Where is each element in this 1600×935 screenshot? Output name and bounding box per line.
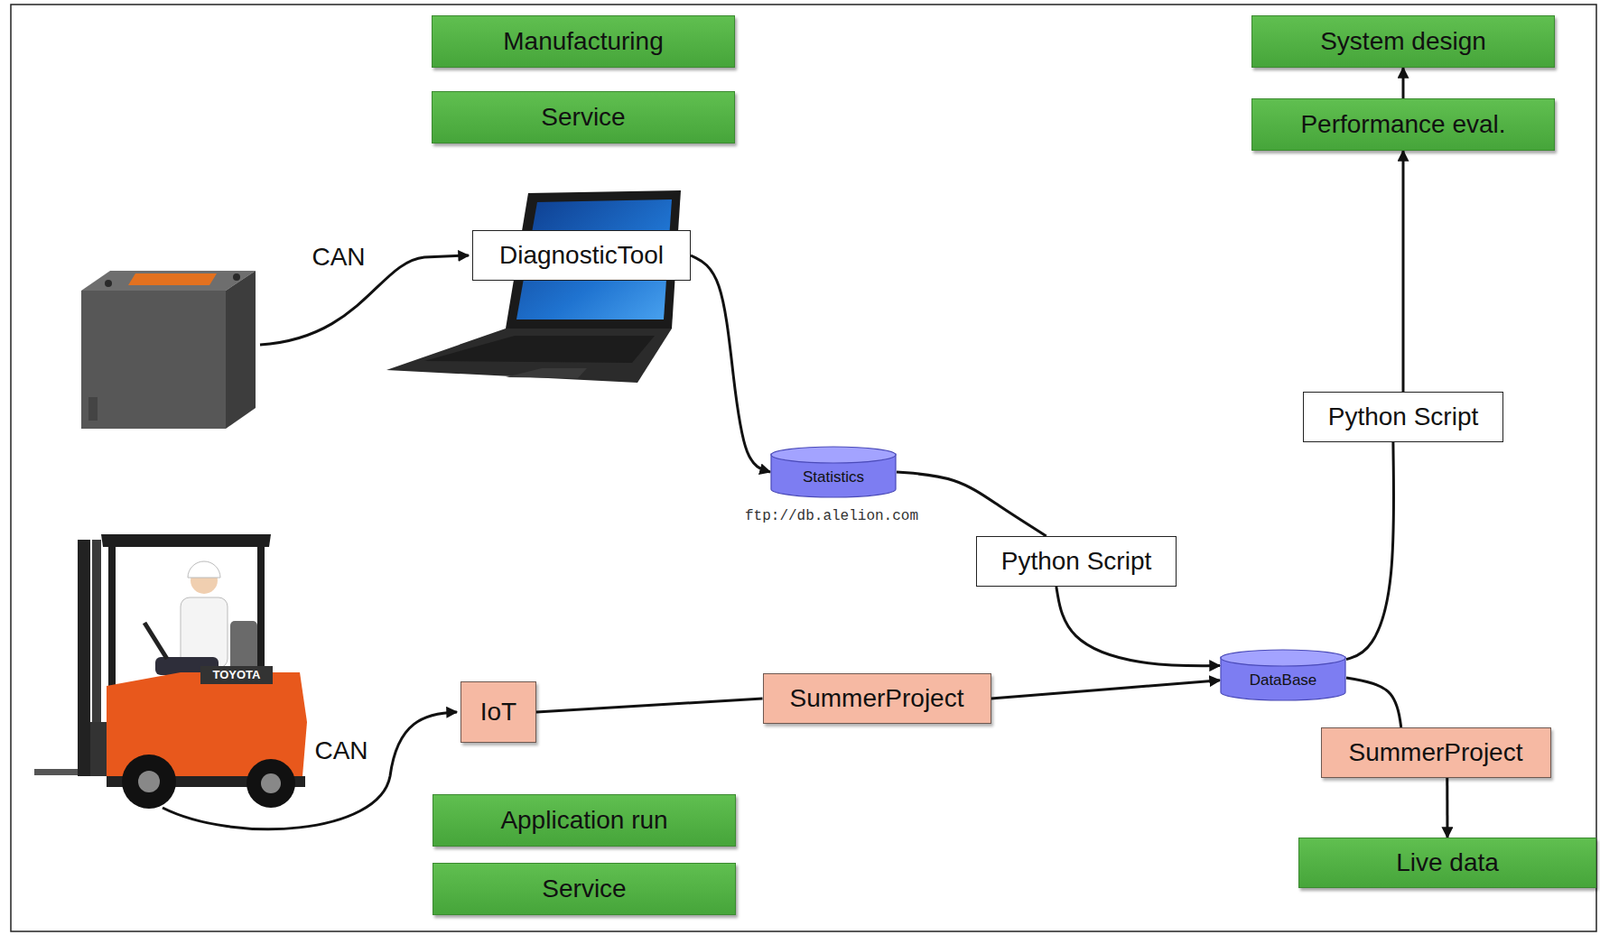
flow-arrow (536, 698, 763, 713)
flow-arrow (1402, 150, 1405, 392)
node-text: SummerProject (1348, 738, 1524, 768)
database-cylinder: DataBase (1219, 649, 1347, 702)
address-label: ftp://db.alelion.com (744, 509, 919, 526)
wheel (121, 754, 177, 810)
frame (10, 4, 1597, 932)
flow-arrow (896, 472, 1047, 537)
guard-roof (101, 534, 271, 548)
battery-button (232, 273, 241, 281)
wheel (246, 759, 296, 809)
flow-arrow (1402, 67, 1405, 99)
node-text: System design (1320, 27, 1487, 56)
cylinder-top (771, 446, 896, 464)
script-box: Python Script (1302, 391, 1504, 443)
node-text: SummerProject (790, 684, 965, 714)
forklift-illustration (34, 534, 307, 810)
stage-box: Manufacturing (431, 15, 735, 68)
stage-box: Live data (1298, 837, 1597, 889)
node-text: Python Script (1001, 547, 1153, 577)
project-box: SummerProject (1320, 727, 1552, 779)
laptop-illustration (386, 190, 681, 383)
project-box: IoT (460, 681, 537, 744)
stage-box: Service (432, 863, 736, 916)
tool-box: DiagnosticTool (472, 230, 691, 281)
node-text: Service (540, 102, 625, 132)
battery-front (81, 290, 226, 429)
flow-arrow (1346, 442, 1395, 661)
flow-arrow (1346, 678, 1402, 728)
bus-label: CAN (311, 243, 365, 272)
flow-arrow (690, 255, 771, 473)
battery-button (104, 279, 112, 288)
wheel-hub (260, 773, 281, 794)
node-text: IoT (480, 697, 517, 727)
project-box: SummerProject (762, 673, 992, 725)
node-text: Statistics (802, 468, 865, 487)
laptop-base (386, 328, 672, 383)
mast (77, 539, 91, 777)
stage-box: System design (1251, 15, 1555, 68)
script-box: Python Script (976, 536, 1177, 587)
stage-box: Service (431, 91, 735, 144)
bus-label: CAN (314, 737, 368, 766)
node-text: Python Script (1328, 402, 1480, 432)
flow-arrow (1445, 778, 1449, 838)
helmet (187, 561, 221, 578)
can-wire (162, 712, 457, 830)
battery-side (225, 270, 256, 429)
node-text: DiagnosticTool (499, 241, 664, 270)
stage-box: Performance eval. (1251, 98, 1555, 151)
node-text: Live data (1395, 848, 1499, 878)
database-cylinder: Statistics (770, 446, 897, 499)
battery-handle (88, 397, 98, 421)
battery-top (81, 270, 256, 291)
flow-arrow (1056, 586, 1220, 667)
node-text: Application run (500, 806, 668, 836)
name-plate (200, 666, 273, 685)
battery-display (128, 273, 217, 286)
cylinder-top (1220, 650, 1346, 667)
stage-box: Application run (432, 794, 736, 847)
steering (144, 623, 168, 660)
node-text: Performance eval. (1300, 110, 1506, 140)
node-text: Manufacturing (502, 27, 663, 56)
laptop-touchpad (505, 368, 587, 379)
flow-arrow (991, 680, 1221, 699)
node-text: Service (541, 874, 626, 904)
brand-label: TOYOTA (213, 669, 261, 682)
battery-illustration (81, 270, 256, 429)
wheel-hub (138, 771, 160, 793)
node-text: DataBase (1249, 671, 1318, 690)
laptop-keyboard (424, 335, 655, 363)
